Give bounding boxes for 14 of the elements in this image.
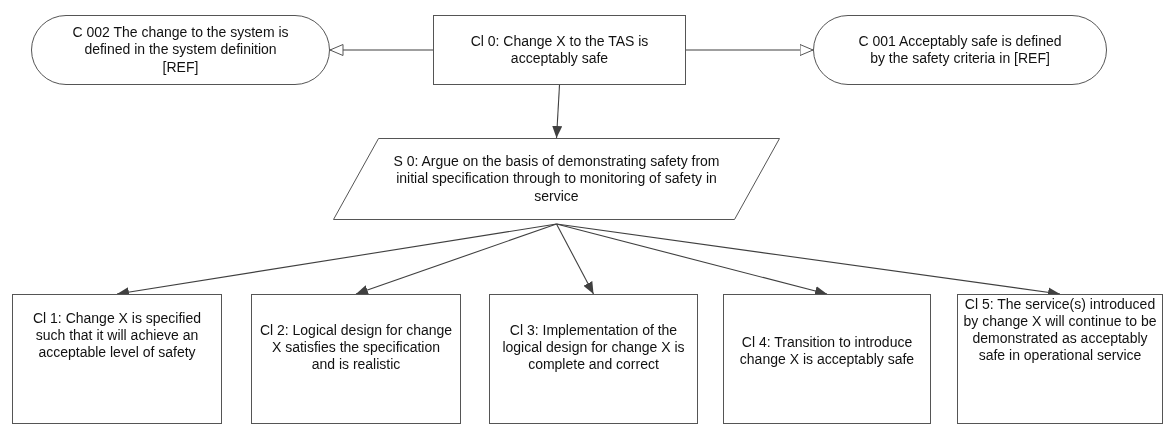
context-node: C 001 Acceptably safe is defined by the safety criteria in [REF]: [813, 15, 1107, 85]
claim-box: Cl 2: Logical design for change X satisfies the specification and is realistic: [251, 294, 461, 424]
claim-box: Cl 1: Change X is specified such that it will achieve an acceptable level of safety: [12, 294, 222, 424]
claim-box: Cl 5: The service(s) introduced by change X will continue to be demonstrated as acceptably safe in operational service: [957, 294, 1163, 424]
arrow: [555, 223, 595, 295]
arrow: [329, 44, 434, 56]
arrow: [355, 223, 558, 295]
arrow: [552, 84, 563, 139]
claim-box: Cl 0: Change X to the TAS is acceptably safe: [433, 15, 686, 85]
claim-box: Cl 3: Implementation of the logical design for change X is complete and correct: [489, 294, 698, 424]
context-node: C 002 The change to the system is defined in the system definition [REF]: [31, 15, 330, 85]
claim-box: Cl 4: Transition to introduce change X is acceptably safe: [723, 294, 931, 424]
arrow: [685, 44, 814, 56]
strategy-parallelogram: S 0: Argue on the basis of demonstrating safety from initial specification through to monitoring of safety in service: [333, 138, 780, 220]
